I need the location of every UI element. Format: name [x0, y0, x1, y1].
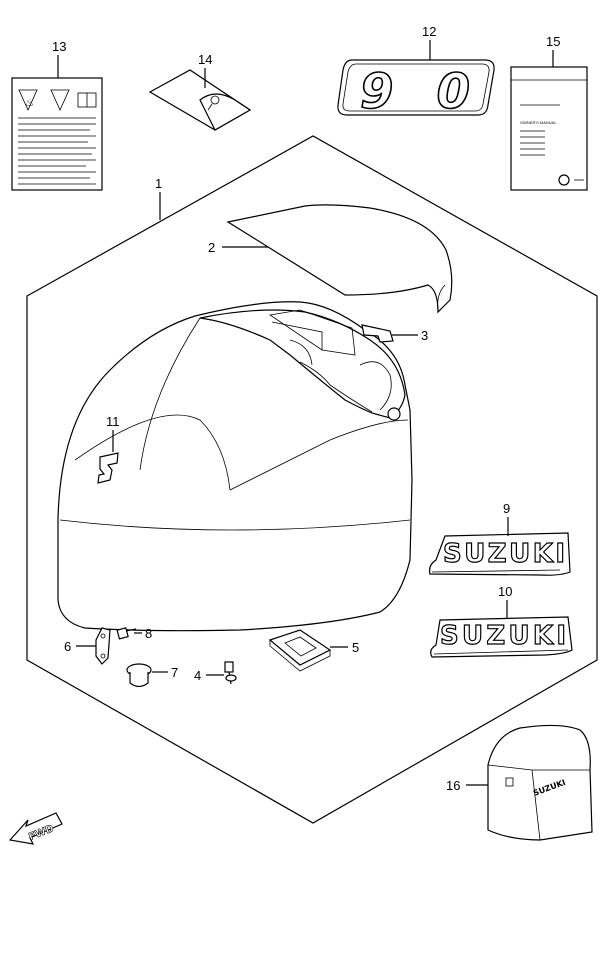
part-5-seal[interactable] [268, 629, 332, 672]
part-16-cover[interactable]: SUZUKI [487, 724, 593, 841]
part-11-s-emblem[interactable] [97, 452, 119, 484]
part-6-bracket[interactable] [95, 627, 111, 665]
callout-6: 6 [64, 639, 71, 654]
callout-11: 11 [106, 414, 120, 429]
cover-fastener-icon [387, 407, 401, 421]
callout-8: 8 [145, 626, 152, 641]
brand-9-text: SUZUKI [443, 539, 565, 569]
part-9-brand-decal[interactable]: SUZUKI [429, 532, 571, 576]
callout-5: 5 [352, 640, 359, 655]
callout-13: 13 [52, 39, 66, 54]
part-8-screw[interactable] [116, 627, 137, 640]
svg-text:♨: ♨ [25, 98, 34, 109]
manual-title: OWNER'S MANUAL [520, 120, 557, 125]
callout-10: 10 [498, 584, 512, 599]
callout-9: 9 [503, 501, 510, 516]
part-14-pouch[interactable] [148, 69, 252, 131]
callout-1: 1 [155, 176, 162, 191]
brand-logo-icon [558, 174, 570, 186]
part-4-bolt[interactable] [224, 661, 237, 685]
fwd-arrow-icon: FWD [8, 812, 63, 845]
part-7-plug[interactable] [126, 663, 152, 688]
part-3-clip[interactable] [361, 324, 394, 343]
part-12-model-decal[interactable]: 90 [337, 59, 495, 121]
callout-16: 16 [446, 778, 460, 793]
part-2-top-panel[interactable] [226, 204, 453, 314]
engine-cover-body[interactable] [57, 301, 413, 632]
callout-7: 7 [171, 665, 178, 680]
callout-4: 4 [194, 668, 201, 683]
label-text-lines [18, 117, 96, 185]
callout-12: 12 [422, 24, 436, 39]
part-15-owners-manual[interactable]: OWNER'S MANUAL [510, 66, 588, 191]
callout-14: 14 [198, 52, 212, 67]
callout-3: 3 [421, 328, 428, 343]
callout-15: 15 [546, 34, 560, 49]
part-10-brand-decal[interactable]: SUZUKI [430, 616, 573, 658]
part-13-warning-label[interactable]: ♨ [11, 77, 103, 191]
callout-2: 2 [208, 240, 215, 255]
assembly-boundary [26, 135, 598, 824]
